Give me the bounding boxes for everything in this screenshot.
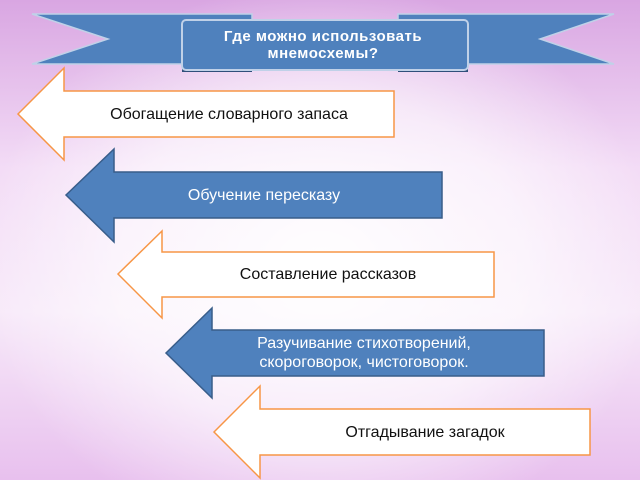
banner-title: Где можно использовать мнемосхемы? <box>223 28 423 62</box>
arrow-label-stories: Составление рассказов <box>239 266 417 283</box>
arrow-label-retelling: Обучение пересказу <box>187 186 341 204</box>
arrow-label-vocabulary: Обогащение словарного запаса <box>110 105 348 123</box>
arrow-shape-riddles <box>212 384 591 480</box>
arrow-shape-poems <box>164 306 545 400</box>
arrow-shape-stories <box>116 229 495 320</box>
arrow-label-riddles: Отгадывание загадок <box>345 423 505 441</box>
banner-center <box>181 19 469 71</box>
title-banner <box>31 13 615 72</box>
arrow-shape-retelling <box>64 147 443 244</box>
arrow-shape-vocabulary <box>16 66 395 162</box>
arrow-label-poems: Разучивание стихотворений, скороговорок,… <box>257 335 471 371</box>
